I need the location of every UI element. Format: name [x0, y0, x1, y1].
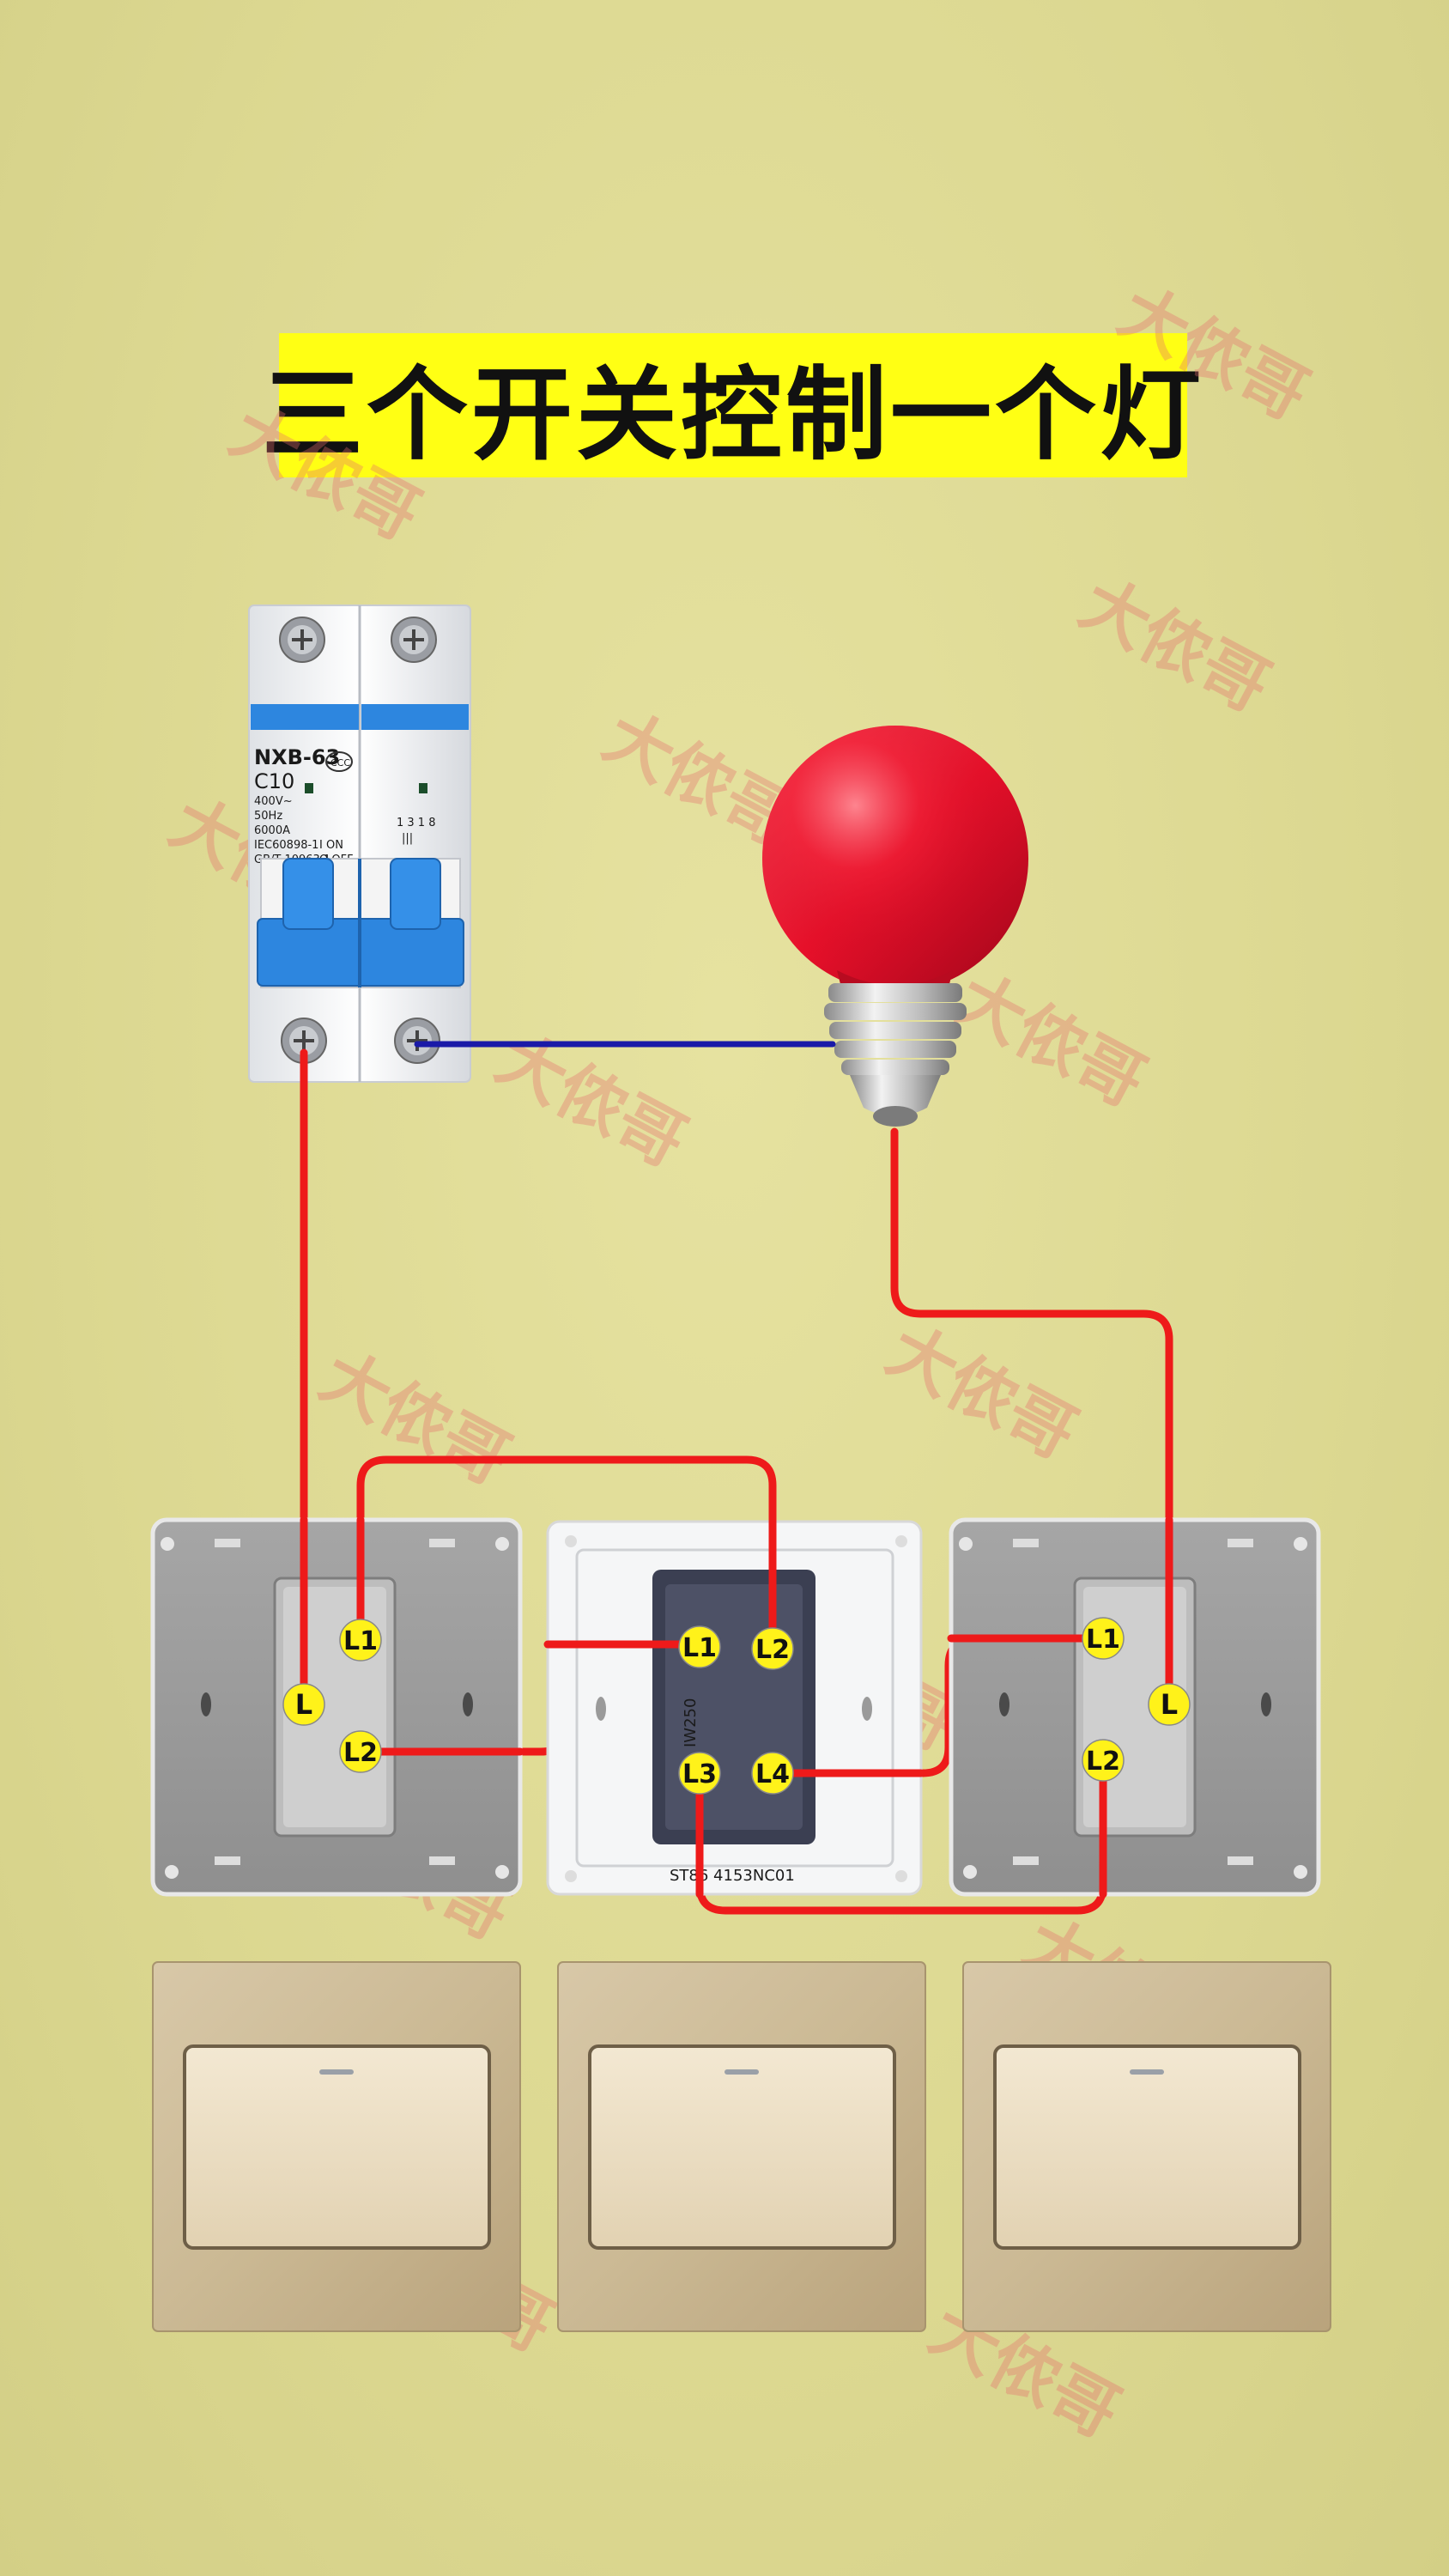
terminal-label: L4	[755, 1759, 790, 1789]
breaker-toggle[interactable]	[257, 858, 464, 988]
terminal-label: L2	[755, 1635, 790, 1665]
terminal-marker: L2	[751, 1627, 794, 1670]
breaker-spec-1: 400V~	[254, 795, 293, 808]
module-text: IW250	[682, 1698, 700, 1747]
terminal-marker: L1	[1082, 1617, 1125, 1660]
screw-icon	[391, 617, 437, 663]
ccc-mark-icon: CCC	[325, 751, 353, 772]
switch-panel-middle[interactable]	[557, 1961, 926, 2332]
terminal-label: L2	[1086, 1747, 1120, 1777]
breaker-spec-2: 50Hz	[254, 810, 282, 823]
title-banner: 三个开关控制一个灯	[262, 333, 1201, 477]
terminal-marker: L	[282, 1683, 325, 1726]
terminal-marker: L2	[1082, 1739, 1125, 1782]
terminal-label: L2	[343, 1738, 378, 1768]
screw-icon	[281, 1018, 327, 1064]
screw-icon	[394, 1018, 440, 1064]
terminal-marker: L3	[678, 1752, 721, 1795]
switch-middle-back: IW250 ST86 4153NC01	[546, 1520, 923, 1896]
terminal-label: L1	[1086, 1625, 1120, 1655]
breaker-pole-text-1: 1 3 1 8	[397, 817, 435, 829]
svg-text:CCC: CCC	[330, 757, 350, 769]
switch-left-back	[150, 1517, 523, 1897]
switched-live-wire	[890, 1127, 1173, 1709]
terminal-marker: L	[1148, 1683, 1191, 1726]
wire-overlays	[300, 1516, 1173, 1899]
switch-panel-left[interactable]	[152, 1961, 521, 2332]
terminal-label: L1	[682, 1633, 717, 1663]
terminal-label: L1	[343, 1626, 378, 1656]
light-bulb	[762, 726, 1028, 1127]
switch-bottom-code: ST86 4153NC01	[670, 1867, 795, 1885]
switch-right-back	[949, 1517, 1321, 1897]
terminal-marker: L1	[678, 1625, 721, 1668]
circuit-breaker: NXB-63 C10 CCC 400V~ 50Hz 6000A IEC60898…	[248, 605, 471, 1083]
screw-icon	[279, 617, 325, 663]
terminal-marker: L4	[751, 1752, 794, 1795]
switch-left-terminals: L1 L L2	[282, 1619, 382, 1773]
breaker-spec-3: 6000A	[254, 824, 290, 837]
terminal-label: L	[1161, 1688, 1178, 1721]
terminal-label: L	[295, 1688, 312, 1721]
terminal-marker: L1	[339, 1619, 382, 1662]
terminal-label: L3	[682, 1759, 717, 1789]
traveler-wire-1	[356, 1455, 777, 1653]
breaker-rating: C10	[254, 769, 294, 793]
breaker-pole-text-2: |||	[402, 832, 413, 845]
page-title: 三个开关控制一个灯	[262, 355, 1205, 474]
switch-panel-right[interactable]	[962, 1961, 1331, 2332]
breaker-on-label: I ON	[319, 839, 343, 852]
terminal-marker: L2	[339, 1730, 382, 1773]
breaker-model: NXB-63	[254, 745, 340, 769]
breaker-spec-4: IEC60898-1	[254, 839, 318, 852]
switch-right-terminals: L1 L L2	[1082, 1617, 1191, 1782]
switch-middle-terminals: L1 L2 L3 L4	[678, 1625, 794, 1795]
